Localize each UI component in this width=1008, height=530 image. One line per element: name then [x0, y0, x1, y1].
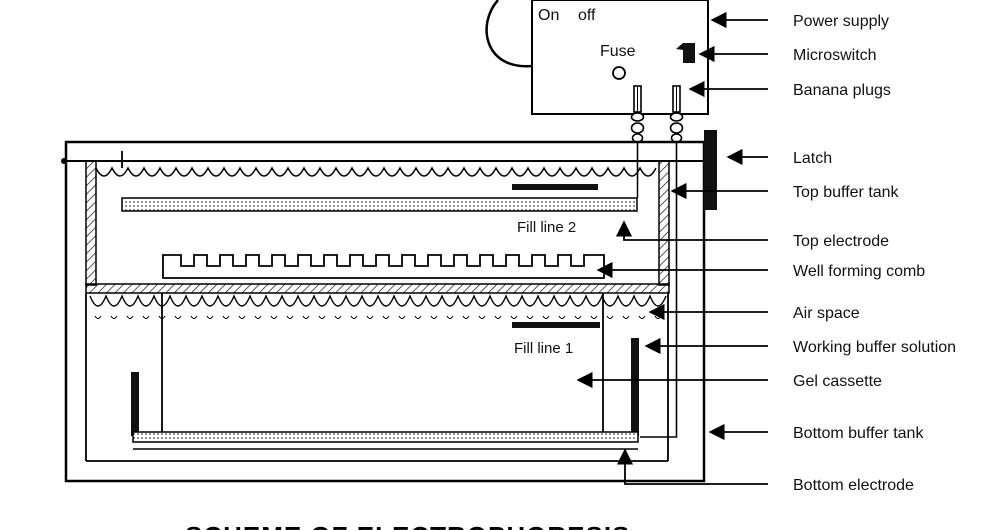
fill-line-2-label: Fill line 2 [517, 219, 576, 236]
label-top-buffer-tank: Top buffer tank [793, 184, 900, 201]
label-power-supply: Power supply [793, 13, 889, 30]
bottom-electrode [132, 431, 639, 443]
latch-pivot [61, 158, 67, 164]
air-bubble-mark [478, 315, 486, 319]
power-cord [485, 0, 533, 68]
air-bubble-mark [526, 315, 534, 319]
air-bubble-mark [238, 315, 246, 319]
air-bubble-mark [222, 315, 230, 319]
air-bubble-mark [206, 315, 214, 319]
air-bubble-mark [126, 315, 134, 319]
top-tank-left-wall [85, 160, 97, 286]
latch [704, 130, 717, 210]
air-bubble-mark [622, 315, 630, 319]
label-microswitch: Microswitch [793, 47, 877, 64]
air-bubble-mark [638, 315, 646, 319]
fill-line-1-bar [512, 322, 600, 328]
power-on-label: On [538, 7, 559, 24]
label-working-buffer-solution: Working buffer solution [793, 339, 956, 356]
top-tank-right-wall [658, 160, 670, 286]
top-tank-floor [85, 283, 670, 294]
air-bubble-mark [542, 315, 550, 319]
air-bubble-mark [398, 315, 406, 319]
air-bubble-mark [574, 315, 582, 319]
air-bubble-mark [462, 315, 470, 319]
air-bubble-mark [110, 315, 118, 319]
banana-plug-left [630, 85, 645, 178]
working-buffer-marker-right [631, 338, 639, 436]
top-buffer-surface [95, 166, 657, 177]
fuse-label: Fuse [600, 43, 636, 60]
label-banana-plugs: Banana plugs [793, 82, 891, 99]
label-top-electrode: Top electrode [793, 233, 889, 250]
banana-plug-right [669, 85, 684, 150]
air-bubble-mark [318, 315, 326, 319]
diagram-title: SCHEME OF ELECTROPHORESIS [185, 521, 630, 530]
label-air-space: Air space [793, 305, 860, 322]
air-space-surface [89, 294, 667, 319]
label-gel-cassette: Gel cassette [793, 373, 882, 390]
arrow-top-electrode [615, 220, 768, 241]
air-bubble-mark [558, 315, 566, 319]
air-bubble-mark [334, 315, 342, 319]
air-bubble-mark [254, 315, 262, 319]
top-electrode [121, 197, 638, 212]
air-bubble-mark [270, 315, 278, 319]
air-bubble-mark [142, 315, 150, 319]
air-bubble-mark [350, 315, 358, 319]
air-bubble-mark [606, 315, 614, 319]
label-latch: Latch [793, 150, 832, 167]
air-bubble-mark [446, 315, 454, 319]
label-well-forming-comb: Well forming comb [793, 263, 925, 280]
air-bubble-mark [414, 315, 422, 319]
power-off-label: off [578, 7, 596, 24]
air-bubble-mark [430, 315, 438, 319]
fill-line-2-bar [512, 184, 598, 190]
air-bubble-mark [190, 315, 198, 319]
air-bubble-mark [510, 315, 518, 319]
arrow-bottom-electrode [616, 448, 768, 485]
air-bubble-mark [494, 315, 502, 319]
label-bottom-buffer-tank: Bottom buffer tank [793, 425, 924, 442]
bottom-electrode-wire [640, 150, 678, 438]
air-bubble-mark [654, 315, 662, 319]
liquid-scallop-line [89, 294, 667, 307]
air-bubble-mark [174, 315, 182, 319]
air-bubble-mark [382, 315, 390, 319]
air-bubble-mark [366, 315, 374, 319]
fuse-icon [612, 66, 626, 80]
working-buffer-marker-left [131, 372, 139, 436]
label-bottom-electrode: Bottom electrode [793, 477, 914, 494]
liquid-scallop-line [95, 166, 657, 177]
fill-line-1-label: Fill line 1 [514, 340, 573, 357]
air-bubble-mark [302, 315, 310, 319]
microswitch-icon [676, 43, 695, 63]
air-bubble-mark [590, 315, 598, 319]
air-bubble-mark [94, 315, 102, 319]
air-bubble-mark [286, 315, 294, 319]
well-forming-comb [162, 254, 605, 279]
